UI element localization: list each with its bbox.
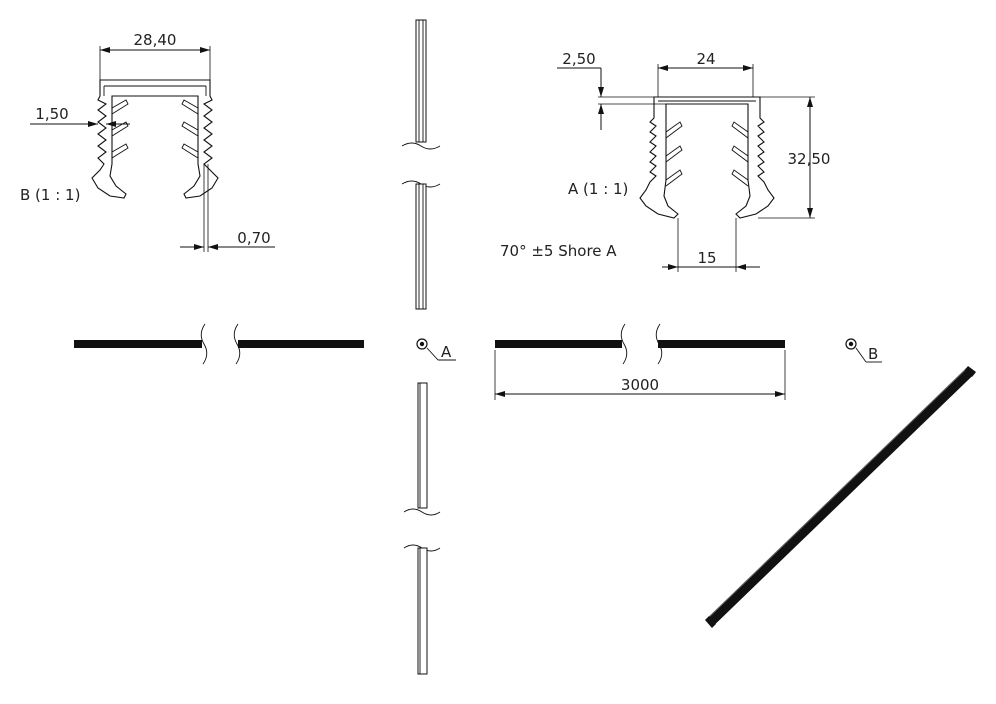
dim-height-a-text: 32,50 xyxy=(788,150,831,168)
horizontal-view-left xyxy=(74,323,364,365)
dim-width-b-text: 28,40 xyxy=(134,31,177,49)
dim-width-b: 28,40 xyxy=(99,31,211,80)
dim-height-a: 32,50 xyxy=(758,96,831,219)
detail-b-profile xyxy=(91,79,219,199)
dim-width-a-text: 24 xyxy=(696,50,715,68)
vertical-view-top xyxy=(401,19,441,310)
detail-a-label: A (1 : 1) xyxy=(568,180,628,198)
detail-b-label: B (1 : 1) xyxy=(20,186,80,204)
dim-opening-a: 15 xyxy=(662,218,760,272)
dim-wall-b: 1,50 xyxy=(30,105,130,127)
dim-width-a: 24 xyxy=(657,50,754,97)
dim-lip-b-text: 0,70 xyxy=(237,229,270,247)
dim-top-a: 2,50 xyxy=(557,50,666,130)
hardness-label: 70° ±5 Shore A xyxy=(500,242,617,260)
section-marker-b: B xyxy=(845,338,882,363)
horizontal-view-right xyxy=(494,323,786,400)
isometric-view xyxy=(705,366,976,628)
dim-lip-b: 0,70 xyxy=(180,164,275,252)
dim-top-a-text: 2,50 xyxy=(562,50,595,68)
detail-a-profile xyxy=(639,96,775,219)
dim-opening-a-text: 15 xyxy=(697,249,716,267)
dim-wall-b-text: 1,50 xyxy=(35,105,68,123)
dim-length-text: 3000 xyxy=(621,376,659,394)
marker-a-text: A xyxy=(441,343,452,361)
vertical-view-bottom xyxy=(403,382,441,675)
dim-length: 3000 xyxy=(495,376,785,397)
section-marker-a: A xyxy=(416,338,456,361)
marker-b-text: B xyxy=(868,345,878,363)
